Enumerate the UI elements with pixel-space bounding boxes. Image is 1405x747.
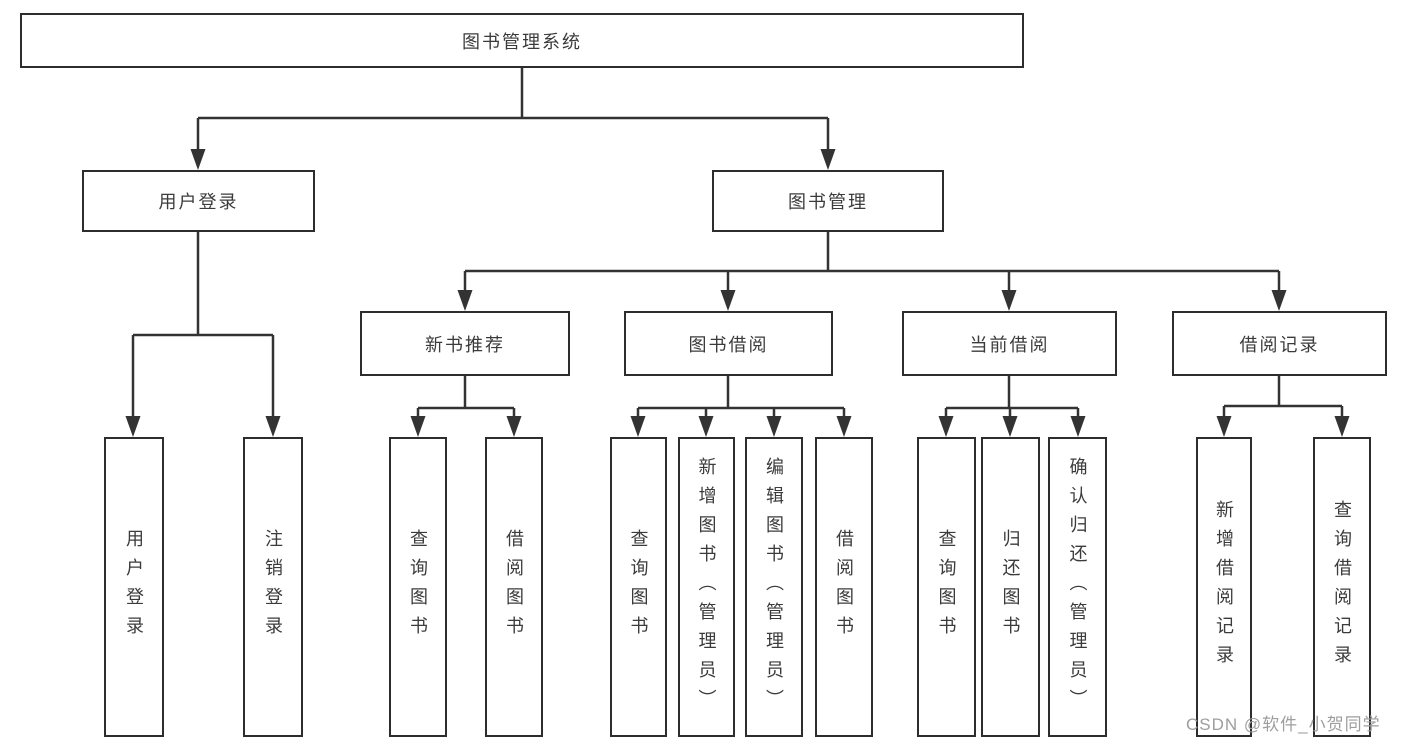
leaf-query-books-borrow: 查询图书 (610, 437, 667, 737)
leaf-user-login: 用户登录 (104, 437, 164, 737)
leaf-logout-label: 注销登录 (263, 529, 283, 645)
leaf-query-books-borrow-label: 查询图书 (628, 529, 649, 645)
leaf-add-borrow-record: 新增借阅记录 (1196, 437, 1252, 737)
arrowhead (820, 149, 836, 170)
watermark: CSDN @软件_小贺同学 (1186, 715, 1381, 734)
node-current-borrow-label: 当前借阅 (969, 334, 1050, 355)
leaf-user-login-label: 用户登录 (124, 529, 144, 645)
arrowhead (766, 416, 782, 437)
arrowhead (1001, 290, 1017, 311)
node-root-label: 图书管理系统 (462, 31, 582, 52)
leaf-add-book-admin-label: 新增图书（管理员） (696, 456, 717, 718)
arrowhead (1216, 416, 1232, 437)
edge-current-borrow-to-leaves (944, 376, 1080, 420)
node-user-login-label: 用户登录 (158, 192, 239, 212)
arrowhead (265, 416, 281, 437)
arrowhead (190, 149, 206, 170)
node-new-book-recommend: 新书推荐 (360, 311, 570, 376)
node-borrow-records: 借阅记录 (1172, 311, 1387, 376)
node-book-borrow-label: 图书借阅 (688, 334, 769, 355)
arrowhead (1271, 290, 1287, 311)
leaf-query-borrow-record: 查询借阅记录 (1313, 437, 1371, 737)
node-book-management-label: 图书管理 (788, 192, 868, 212)
node-current-borrow: 当前借阅 (902, 311, 1117, 376)
edge-root-to-level2 (196, 68, 830, 152)
arrowhead (720, 290, 736, 311)
leaf-return-book-label: 归还图书 (1000, 529, 1021, 645)
leaf-add-borrow-record-label: 新增借阅记录 (1214, 500, 1234, 674)
arrowhead (457, 290, 473, 311)
arrowhead (630, 416, 646, 437)
leaf-query-books-recommend-label: 查询图书 (408, 529, 428, 645)
arrowhead (410, 416, 426, 437)
arrowhead (938, 416, 954, 437)
leaf-add-book-admin: 新增图书（管理员） (678, 437, 735, 737)
arrowhead (1002, 416, 1018, 437)
arrowhead (1070, 416, 1086, 437)
edge-new-book-recommend-to-leaves (416, 376, 516, 420)
leaf-query-books-current: 查询图书 (917, 437, 976, 737)
edge-user-login-to-leaves (131, 232, 275, 420)
leaf-return-book: 归还图书 (981, 437, 1040, 737)
leaf-query-borrow-record-label: 查询借阅记录 (1332, 500, 1352, 674)
leaf-edit-book-admin: 编辑图书（管理员） (745, 437, 803, 737)
node-borrow-records-label: 借阅记录 (1239, 334, 1320, 355)
arrowhead (836, 416, 852, 437)
arrowhead (698, 416, 714, 437)
edge-book-borrow-to-leaves (636, 376, 846, 420)
leaf-borrow-books-recommend-label: 借阅图书 (504, 529, 524, 645)
leaf-confirm-return-admin: 确认归还（管理员） (1048, 437, 1107, 737)
arrowhead (1334, 416, 1350, 437)
leaf-logout: 注销登录 (243, 437, 303, 737)
node-user-login: 用户登录 (82, 170, 315, 232)
leaf-borrow-books: 借阅图书 (815, 437, 873, 737)
arrowhead (125, 416, 141, 437)
leaf-confirm-return-admin-label: 确认归还（管理员） (1067, 456, 1088, 718)
leaf-query-books-recommend: 查询图书 (389, 437, 447, 737)
leaf-query-books-current-label: 查询图书 (936, 529, 957, 645)
leaf-borrow-books-label: 借阅图书 (834, 529, 854, 645)
node-root: 图书管理系统 (20, 13, 1024, 68)
node-new-book-recommend-label: 新书推荐 (425, 334, 505, 355)
node-book-borrow: 图书借阅 (624, 311, 833, 376)
edge-book-management-to-level3 (463, 232, 1281, 294)
leaf-edit-book-admin-label: 编辑图书（管理员） (764, 456, 784, 718)
node-book-management: 图书管理 (712, 170, 944, 232)
leaf-borrow-books-recommend: 借阅图书 (485, 437, 543, 737)
edge-borrow-records-to-leaves (1222, 376, 1344, 420)
arrowhead (506, 416, 522, 437)
